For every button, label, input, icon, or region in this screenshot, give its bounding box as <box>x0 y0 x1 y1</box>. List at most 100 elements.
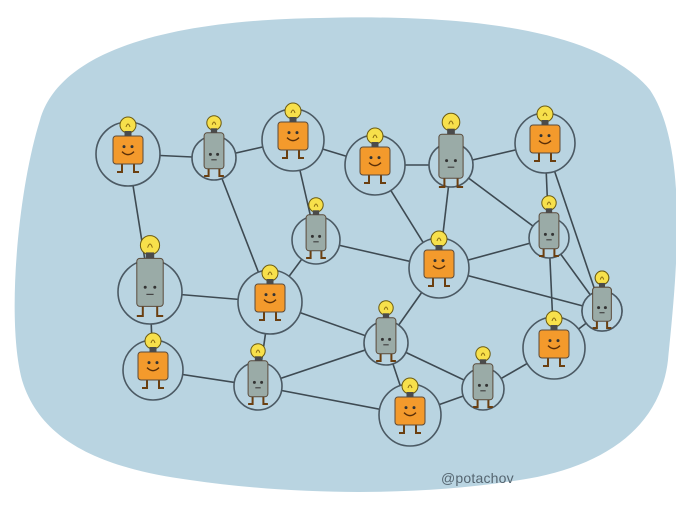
lightbulb-icon <box>366 127 384 145</box>
bulb-base <box>371 142 379 147</box>
bulb-filament <box>313 203 319 207</box>
lightbulb-icon <box>144 332 162 350</box>
gray-character <box>538 212 560 250</box>
bulb-filament <box>383 306 389 310</box>
character-node <box>522 310 586 380</box>
character-node <box>117 235 183 325</box>
gray-character <box>472 363 494 401</box>
eye-icon <box>539 134 543 138</box>
lightbulb-icon <box>206 115 222 131</box>
bulb-filament <box>255 349 261 353</box>
eye-icon <box>260 380 264 384</box>
eye-icon <box>548 339 552 343</box>
bulb-filament <box>436 237 442 242</box>
orange-character <box>423 249 455 279</box>
eye-icon <box>216 152 220 156</box>
lightbulb-icon <box>139 235 161 256</box>
eye-icon <box>603 306 607 310</box>
eye-icon <box>369 156 373 160</box>
character-node <box>408 230 470 299</box>
lightbulb-icon <box>308 197 324 213</box>
character-legs <box>259 312 281 321</box>
eye-icon <box>543 232 547 236</box>
eye-icon <box>433 259 437 263</box>
character-node <box>237 264 303 335</box>
eye-icon <box>287 131 291 135</box>
orange-character <box>277 121 309 151</box>
gray-character <box>305 214 327 252</box>
gray-character <box>247 360 269 398</box>
orange-character <box>254 283 286 313</box>
lightbulb-icon <box>284 102 302 120</box>
eye-icon <box>404 406 408 410</box>
bulb-filament <box>407 384 413 389</box>
character-node <box>378 377 442 447</box>
character-node <box>95 116 161 187</box>
artist-credit: @potachov <box>441 470 514 486</box>
bulb-base <box>149 347 157 352</box>
eye-icon <box>252 380 256 384</box>
character-legs <box>248 396 268 405</box>
character-legs <box>438 178 464 188</box>
smile-mouth <box>286 137 300 142</box>
character-node <box>344 127 406 196</box>
lightbulb-icon <box>594 270 610 286</box>
lightbulb-icon <box>536 105 554 123</box>
character-legs <box>376 353 396 362</box>
character-legs <box>282 150 304 159</box>
eye-icon <box>130 145 134 149</box>
bulb-filament <box>448 120 454 125</box>
gray-character <box>438 133 464 179</box>
smile-mouth <box>368 162 382 167</box>
gray-character <box>203 132 225 170</box>
eye-icon <box>143 285 147 289</box>
character-node <box>428 112 474 188</box>
lightbulb-icon <box>119 116 137 134</box>
character-legs <box>534 153 556 162</box>
character-node <box>291 197 341 265</box>
smile-mouth <box>146 367 160 372</box>
eye-icon <box>551 232 555 236</box>
eye-icon <box>377 156 381 160</box>
lightbulb-icon <box>430 230 448 248</box>
orange-character <box>359 146 391 176</box>
bulb-filament <box>211 121 217 125</box>
lightbulb-icon <box>441 112 461 132</box>
lightbulb-icon <box>545 310 563 328</box>
eye-icon <box>208 152 212 156</box>
eye-icon <box>147 361 151 365</box>
eye-icon <box>556 339 560 343</box>
bulb-base <box>289 117 297 122</box>
smile-mouth <box>547 345 561 350</box>
bulb-base <box>210 128 218 133</box>
eye-icon <box>318 234 322 238</box>
eye-icon <box>412 406 416 410</box>
character-legs <box>364 175 386 184</box>
character-nodes <box>95 102 623 447</box>
lightbulb-icon <box>378 300 394 316</box>
bulb-base <box>382 313 390 318</box>
bulb-filament <box>290 109 296 114</box>
bulb-base <box>312 210 320 215</box>
lightbulb-icon <box>250 343 266 359</box>
eye-icon <box>155 361 159 365</box>
character-node <box>363 300 409 366</box>
gray-character <box>592 286 612 322</box>
smile-mouth <box>432 265 446 270</box>
character-legs <box>306 250 326 259</box>
bulb-base <box>124 131 132 136</box>
bulb-base <box>479 359 487 364</box>
character-node <box>528 195 570 259</box>
character-legs <box>204 168 224 177</box>
lightbulb-icon <box>401 377 419 395</box>
bulb-base <box>545 208 553 213</box>
bulb-base <box>550 325 558 330</box>
eye-icon <box>388 337 392 341</box>
character-node <box>261 102 325 172</box>
eye-icon <box>445 159 449 163</box>
eye-icon <box>310 234 314 238</box>
orange-character <box>112 135 144 165</box>
character-legs <box>117 164 139 173</box>
character-legs <box>136 306 164 317</box>
